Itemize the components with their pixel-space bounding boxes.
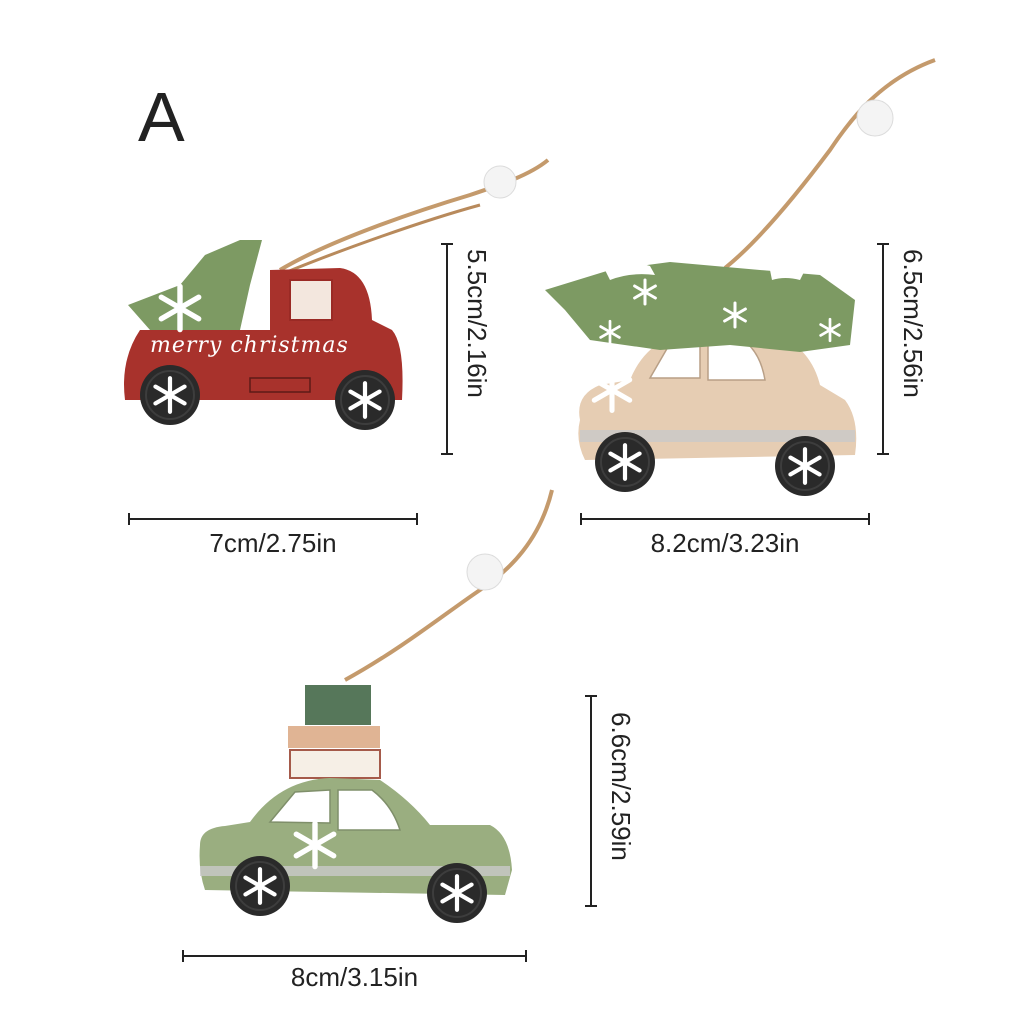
height-label: 5.5cm/2.16in bbox=[462, 249, 492, 398]
gift-icon bbox=[305, 685, 371, 725]
width-dimension-line bbox=[128, 513, 418, 525]
twine-icon bbox=[278, 158, 550, 272]
variant-label: A bbox=[138, 78, 185, 156]
width-label: 7cm/2.75in bbox=[209, 528, 337, 558]
truck-text: merry christmas bbox=[150, 333, 349, 358]
width-dimension-line bbox=[580, 513, 870, 525]
wheel-icon bbox=[230, 856, 290, 916]
bead-icon bbox=[466, 553, 504, 591]
bead-icon bbox=[483, 165, 517, 199]
tree-icon bbox=[128, 240, 262, 330]
wheel-icon bbox=[595, 432, 655, 492]
height-label: 6.5cm/2.56in bbox=[898, 249, 928, 398]
wheel-icon bbox=[427, 863, 487, 923]
bead-icon bbox=[856, 99, 894, 137]
height-dimension-line bbox=[877, 243, 889, 455]
width-dimension-line bbox=[182, 950, 527, 962]
height-label: 6.6cm/2.59in bbox=[606, 712, 636, 861]
width-label: 8.2cm/3.23in bbox=[650, 528, 800, 558]
red-truck-ornament bbox=[124, 158, 550, 430]
beige-car-tree-ornament bbox=[545, 58, 936, 496]
wheel-icon bbox=[335, 370, 395, 430]
green-car-gifts-ornament bbox=[199, 489, 554, 923]
wheel-icon bbox=[775, 436, 835, 496]
twine-icon bbox=[723, 58, 936, 270]
twine-icon bbox=[344, 489, 554, 682]
height-dimension-line bbox=[441, 243, 453, 455]
height-dimension-line bbox=[585, 695, 597, 907]
width-label: 8cm/3.15in bbox=[290, 962, 419, 992]
wheel-icon bbox=[140, 365, 200, 425]
tree-icon bbox=[545, 262, 855, 352]
